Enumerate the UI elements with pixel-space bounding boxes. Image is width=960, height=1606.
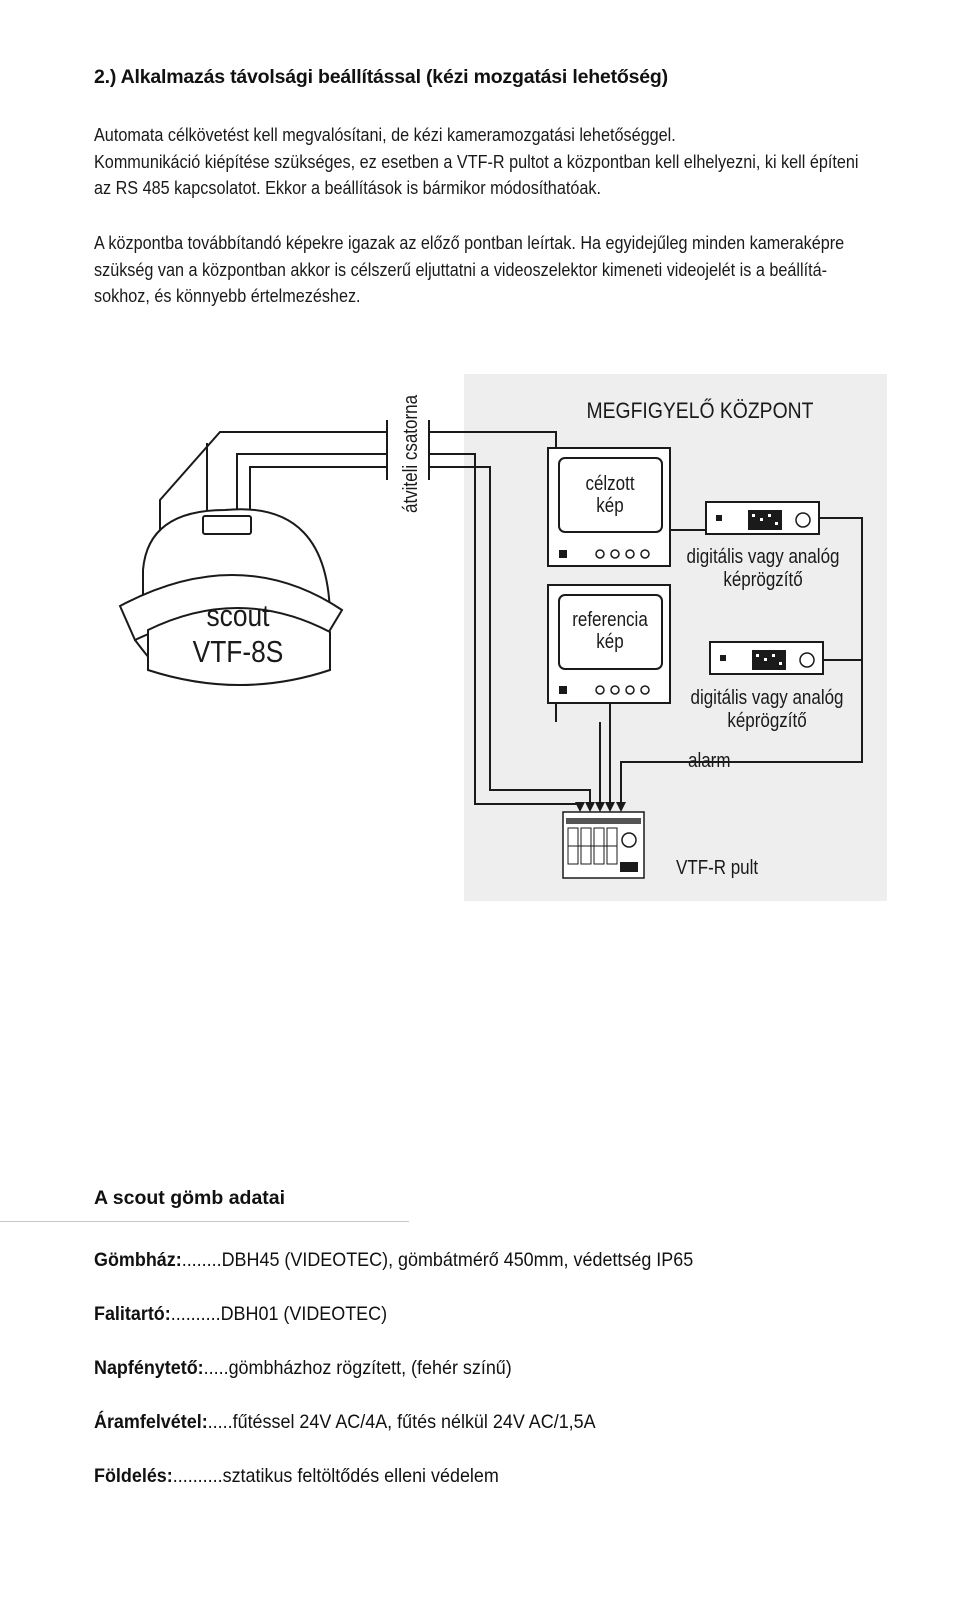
monitor-reference [547, 584, 671, 704]
vtf-r-console [562, 811, 645, 879]
monitor-target-label-line2: kép [596, 494, 623, 517]
camera-label-line1: scout [207, 599, 270, 633]
spec-row-power: Áramfelvétel:.....fűtéssel 24V AC/4A, fű… [94, 1411, 596, 1434]
spec-row-housing: Gömbház:........DBH45 (VIDEOTEC), gömbát… [94, 1249, 693, 1272]
paragraph-line: A központba továbbítandó képekre igazak … [94, 233, 845, 253]
recorder-2-label-line1: digitális vagy analóg [691, 686, 844, 709]
paragraph-line: sokhoz, és könnyebb értelmezéshez. [94, 286, 361, 306]
spec-row-grounding: Földelés:..........sztatikus feltöltődés… [94, 1465, 499, 1488]
spec-label: Gömbház: [94, 1249, 182, 1271]
spec-dots: .......... [170, 1303, 221, 1325]
paragraph-line: az RS 485 kapcsolatot. Ekkor a beállítás… [94, 178, 601, 198]
monitor-reference-label-line2: kép [596, 630, 623, 653]
spec-row-wall-mount: Falitartó:..........DBH01 (VIDEOTEC) [94, 1303, 387, 1326]
spec-label: Falitartó: [94, 1303, 171, 1325]
channel-label: átviteli csatorna [399, 394, 422, 513]
paragraph-requirements: Automata célkövetést kell megvalósítani,… [94, 122, 958, 202]
spec-value: sztatikus feltöltődés elleni védelem [222, 1465, 499, 1487]
spec-dots: ..... [203, 1357, 229, 1379]
recorder-1 [705, 501, 820, 535]
monitor-target-label-line1: célzott [585, 472, 635, 495]
channel-gap-markers [386, 420, 430, 480]
paragraph-line: szükség van a központban akkor is célsze… [94, 259, 827, 280]
arrowheads [575, 802, 626, 812]
spec-value: DBH01 (VIDEOTEC) [220, 1303, 388, 1325]
spec-label: Földelés: [94, 1465, 173, 1487]
recorder-1-label-line2: képrögzítő [723, 568, 802, 591]
monitor-target [547, 447, 671, 567]
spec-dots: ........ [181, 1249, 222, 1271]
monitoring-center-panel [464, 374, 887, 901]
recorder-1-label-line1: digitális vagy analóg [687, 545, 840, 568]
section-heading: 2.) Alkalmazás távolsági beállítással (k… [94, 66, 668, 88]
alarm-label: alarm [688, 749, 730, 772]
specs-title: A scout gömb adatai [94, 1187, 286, 1209]
spec-dots: ..... [207, 1411, 233, 1433]
spec-label: Napfénytető: [94, 1357, 204, 1379]
camera-dome [118, 508, 344, 686]
console-label: VTF-R pult [676, 856, 759, 879]
specs-divider [0, 1221, 409, 1222]
device-connections [555, 517, 863, 810]
spec-value: DBH45 (VIDEOTEC), gömbátmérő 450mm, véde… [221, 1249, 694, 1271]
spec-label: Áramfelvétel: [94, 1411, 208, 1433]
spec-value: fűtéssel 24V AC/4A, fűtés nélkül 24V AC/… [232, 1411, 596, 1433]
monitor-reference-label-line1: referencia [572, 608, 648, 631]
monitoring-center-title: MEGFIGYELŐ KÖZPONT [587, 399, 814, 423]
recorder-2 [709, 641, 824, 675]
paragraph-line: Kommunikáció kiépítése szükséges, ez ese… [94, 151, 859, 172]
system-diagram: MEGFIGYELŐ KÖZPONT átviteli csatorna [118, 374, 887, 901]
paragraph-line: Automata célkövetést kell megvalósítani,… [94, 125, 676, 145]
camera-label-line2: VTF-8S [193, 635, 284, 669]
paragraph-transmission: A központba továbbítandó képekre igazak … [94, 230, 956, 310]
spec-row-sun-shield: Napfénytető:.....gömbházhoz rögzített, (… [94, 1357, 512, 1380]
spec-dots: .......... [172, 1465, 223, 1487]
spec-value: gömbházhoz rögzített, (fehér színű) [228, 1357, 512, 1379]
recorder-2-label-line2: képrögzítő [727, 709, 806, 732]
